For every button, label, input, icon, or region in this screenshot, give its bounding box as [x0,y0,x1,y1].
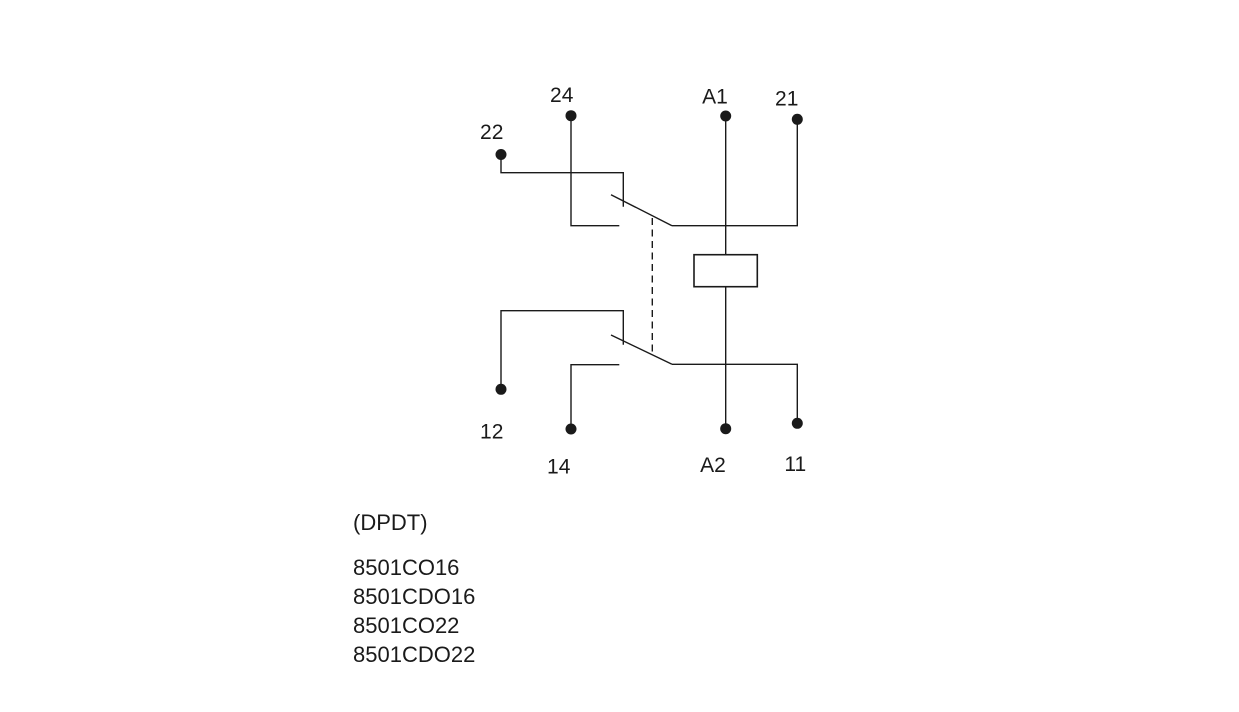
model-number: 8501CO22 [353,613,460,638]
model-number: 8501CDO16 [353,584,476,609]
model-number: 8501CDO22 [353,642,476,667]
wire-24-no-fixed-contact [570,115,620,227]
terminal-dot-22 [495,149,507,160]
model-number: 8501CO16 [353,555,460,580]
terminal-label-21: 21 [775,88,798,111]
wire-22-nc-fixed-contact [500,154,624,207]
terminal-label-24: 24 [550,84,574,107]
terminal-label-11: 11 [784,453,806,476]
wire-21-common [672,119,798,227]
model-number-list: 8501CO16 8501CDO16 8501CO22 8501CDO22 [353,553,475,669]
terminal-dot-24 [565,110,577,122]
terminal-dot-14 [565,423,577,435]
terminal-label-a2: A2 [700,454,726,477]
terminal-label-14: 14 [547,456,571,479]
terminal-dot-a2 [720,423,732,435]
terminal-label-22: 22 [480,121,503,144]
wire-12-nc-fixed-contact [500,310,624,390]
terminal-dot-11 [791,417,803,429]
bottom-pole-moving-contact-arm [610,334,673,365]
wire-11-common [672,363,798,424]
terminal-dot-12 [495,383,507,395]
top-pole-moving-contact-arm [610,194,673,227]
terminal-label-12: 12 [480,421,503,444]
terminal-dot-a1 [720,110,732,122]
coil-symbol [693,253,759,288]
terminal-label-a1: A1 [702,86,728,109]
contact-arrangement-label: (DPDT) [353,510,428,535]
terminal-dot-21 [791,113,803,125]
caption-block: (DPDT) 8501CO16 8501CDO16 8501CO22 8501C… [353,509,475,669]
wire-14-no-fixed-contact [570,364,620,429]
